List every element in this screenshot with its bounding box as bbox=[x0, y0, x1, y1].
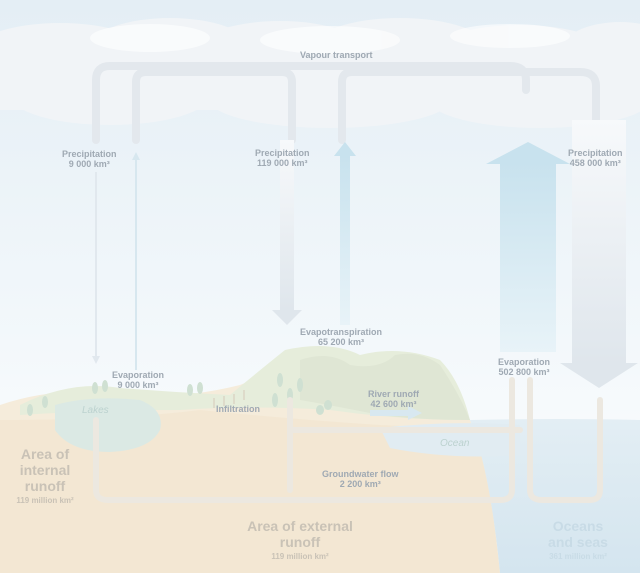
vapour-transport-label: Vapour transport bbox=[300, 50, 373, 60]
evap-internal-arrow bbox=[132, 152, 140, 370]
precip-internal-label: Precipitation 9 000 km³ bbox=[62, 149, 117, 169]
precip-land-arrow bbox=[272, 140, 302, 325]
precip-ocean-arrow bbox=[560, 120, 638, 388]
lakes-label: Lakes bbox=[82, 405, 109, 416]
infiltration-marks bbox=[213, 390, 245, 408]
evap-ocean-arrow bbox=[486, 142, 570, 352]
evapotranspiration-arrow bbox=[334, 142, 356, 325]
lake bbox=[55, 398, 161, 452]
trees bbox=[27, 373, 332, 416]
area-internal-runoff-label: Area of internal runoff 119 million km² bbox=[16, 446, 74, 505]
evap-internal-label: Evaporation 9 000 km³ bbox=[112, 370, 165, 390]
river-runoff-label: River runoff 42 600 km³ bbox=[368, 389, 420, 409]
oceans-and-seas-label: Oceans and seas 361 million km² bbox=[548, 518, 608, 561]
river-runoff-arrow bbox=[370, 406, 422, 420]
ocean-label: Ocean bbox=[440, 438, 470, 449]
evapotranspiration-label: Evapotranspiration 65 200 km³ bbox=[300, 327, 383, 347]
precip-land-label: Precipitation 119 000 km³ bbox=[255, 148, 310, 168]
precip-ocean-label: Precipitation 458 000 km³ bbox=[568, 148, 623, 168]
vapour-transport-pipe bbox=[92, 62, 600, 144]
groundwater-pipe bbox=[93, 377, 603, 503]
area-external-runoff-label: Area of external runoff 119 million km² bbox=[247, 518, 353, 561]
infiltration-label: Infiltration bbox=[216, 404, 260, 414]
precip-internal-arrow bbox=[92, 172, 100, 364]
groundwater-flow-label: Groundwater flow 2 200 km³ bbox=[322, 469, 399, 489]
evap-ocean-label: Evaporation 502 800 km³ bbox=[498, 357, 551, 377]
